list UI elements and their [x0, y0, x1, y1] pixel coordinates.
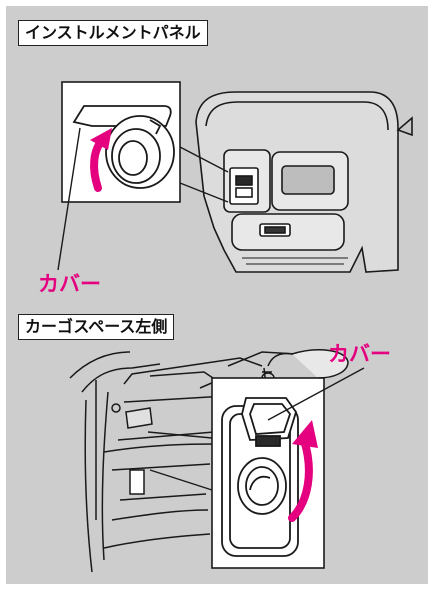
- cover-callout-cargo-space: カバー: [328, 342, 391, 366]
- inset-1: [61, 81, 229, 203]
- section-label-instrument-panel: インストルメントパネル: [18, 20, 208, 46]
- inset-2: [147, 377, 325, 569]
- cargo-drawing: [69, 349, 349, 573]
- section-label-cargo-space: カーゴスペース左側: [18, 314, 175, 340]
- cover-callout-instrument-panel: カバー: [38, 272, 101, 296]
- console-drawing: [195, 91, 413, 273]
- leader-line-2: [267, 367, 365, 421]
- leader-line-1: [57, 127, 81, 271]
